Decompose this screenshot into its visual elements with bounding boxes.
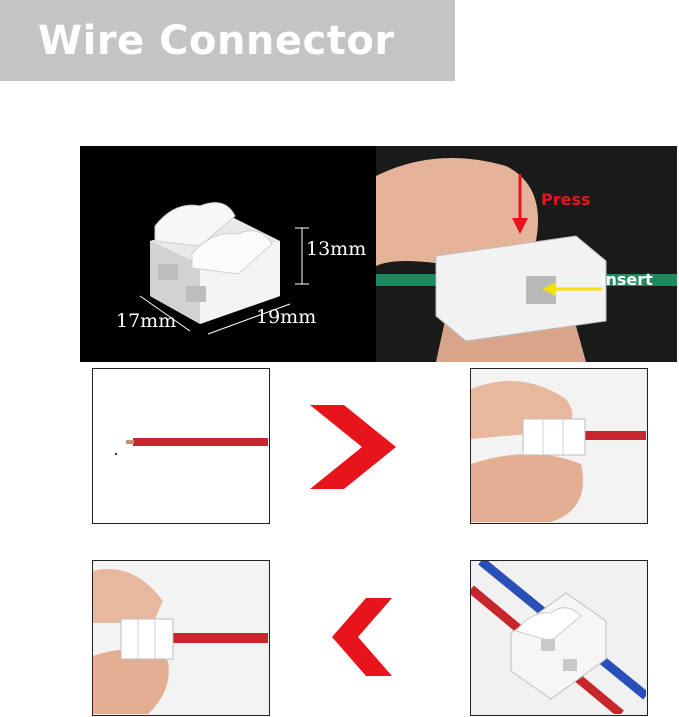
insert-label: insert — [600, 270, 653, 289]
depth-dimension-label: 17mm — [116, 310, 177, 332]
step-4-connected-wires — [470, 560, 648, 716]
connected-wires-illustration — [471, 561, 646, 714]
chevron-right-icon — [310, 405, 396, 489]
insert-wire-illustration — [471, 369, 646, 522]
stripped-wire-illustration — [115, 438, 268, 455]
press-label: Press — [541, 190, 591, 209]
connector-illustration — [139, 202, 309, 335]
dimensions-photo: 13mm 17mm 19mm — [80, 146, 376, 362]
step-2-insert-wire — [470, 368, 648, 524]
chevron-left-icon — [332, 598, 392, 676]
press-lock-illustration — [93, 561, 268, 714]
step-3-press-lock — [92, 560, 270, 716]
press-insert-photo: Press insert — [376, 146, 677, 362]
width-dimension-label: 19mm — [256, 306, 317, 328]
hand-connector-illustration — [376, 158, 677, 362]
title-banner: Wire Connector — [0, 0, 455, 81]
height-dimension-label: 13mm — [306, 238, 367, 260]
page-title: Wire Connector — [38, 17, 395, 64]
step-1-stripped-wire — [92, 368, 270, 524]
